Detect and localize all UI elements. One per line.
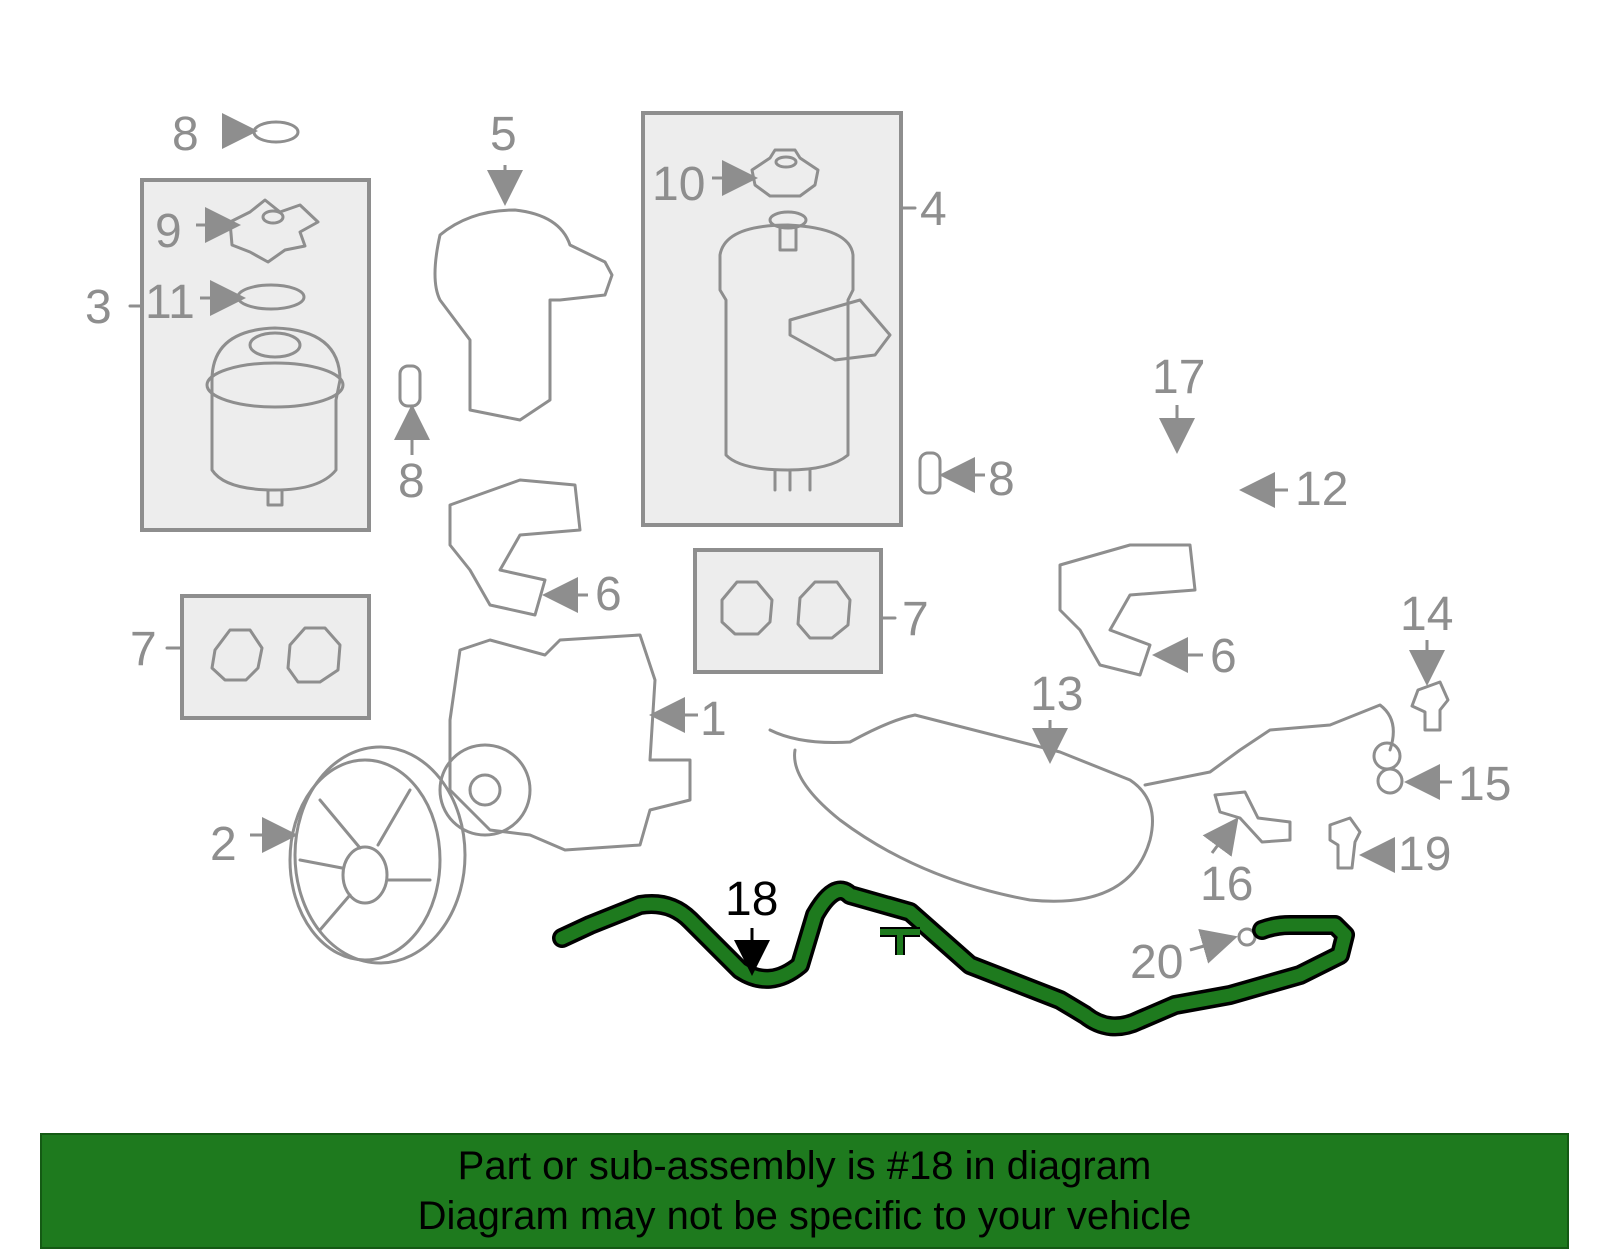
bracket-icon: [448, 478, 582, 617]
cap-icon: [228, 198, 320, 264]
banner-line-1: Part or sub-assembly is #18 in diagram: [457, 1144, 1152, 1188]
bolt-icon: [1328, 816, 1362, 870]
callout-1: 1: [700, 693, 727, 746]
callout-20: 20: [1130, 936, 1183, 989]
hose-icon: [768, 703, 1395, 903]
reservoir-kit-box-4: [641, 111, 917, 527]
cap-icon: [750, 148, 820, 198]
leader-arrows: [196, 113, 1452, 964]
hose-icon: [1008, 328, 1287, 562]
callout-5: 5: [490, 108, 517, 161]
reservoir-kit-box-3: [128, 178, 371, 532]
callout-7a: 7: [130, 623, 157, 676]
callout-8c: 8: [988, 453, 1015, 506]
info-banner: Part or sub-assembly is #18 in diagram D…: [40, 1133, 1569, 1249]
callout-4: 4: [920, 183, 947, 236]
bracket-icon: [1213, 790, 1292, 844]
bolt-icon: [1410, 680, 1450, 732]
reservoir-icon: [718, 210, 892, 492]
sleeve-icon: [918, 451, 942, 495]
callout-11: 11: [145, 276, 195, 329]
highlighted-hose-18: [552, 880, 1355, 1037]
callout-10: 10: [652, 158, 705, 211]
mount-kit-box-7-left: [165, 594, 371, 720]
callout-6a: 6: [595, 568, 622, 621]
callout-17: 17: [1152, 351, 1205, 404]
pulley-icon: [288, 745, 467, 965]
callout-7b: 7: [902, 593, 929, 646]
callout-15: 15: [1458, 758, 1511, 811]
callout-9: 9: [155, 205, 182, 258]
washer-icon: [1376, 767, 1404, 795]
callout-19: 19: [1398, 828, 1451, 881]
callout-3: 3: [85, 281, 112, 334]
callout-12: 12: [1295, 463, 1348, 516]
callout-13: 13: [1030, 668, 1083, 721]
banner-line-2: Diagram may not be specific to your vehi…: [417, 1194, 1192, 1238]
bracket-icon: [433, 208, 614, 422]
callout-2: 2: [210, 818, 237, 871]
callout-8a: 8: [172, 108, 199, 161]
pump-icon: [438, 633, 692, 852]
callout-14: 14: [1400, 588, 1453, 641]
o-ring-icon: [252, 120, 300, 144]
callout-18: 18: [725, 873, 778, 926]
callout-8b: 8: [398, 455, 425, 508]
parts-diagram: 1 2 3 4 5 6 6 7 7 8 8 8 9 10 11 12 13 14…: [85, 108, 1511, 1037]
reservoir-icon: [205, 326, 345, 507]
callout-16: 16: [1200, 858, 1253, 911]
sleeve-icon: [398, 364, 422, 408]
mount-kit-box-7-right: [693, 548, 897, 674]
callout-6b: 6: [1210, 630, 1237, 683]
bracket-icon: [1058, 543, 1197, 677]
